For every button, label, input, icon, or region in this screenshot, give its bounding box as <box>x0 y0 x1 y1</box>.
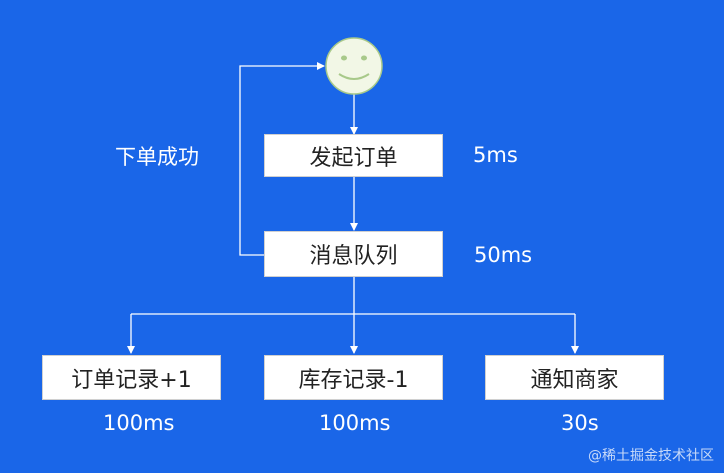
message-queue-label: 消息队列 <box>309 244 398 269</box>
order-success-label: 下单成功 <box>115 145 199 169</box>
queue-latency-label: 50ms <box>474 243 533 267</box>
order-record-latency-label: 100ms <box>103 411 175 435</box>
smiley-face-icon <box>325 37 383 95</box>
notify-merchant-box: 通知商家 <box>485 355 664 400</box>
stock-record-label: 库存记录-1 <box>298 367 409 393</box>
stock-record-box: 库存记录-1 <box>264 355 443 400</box>
notify-latency-label: 30s <box>561 411 599 435</box>
message-queue-box: 消息队列 <box>264 231 443 277</box>
order-record-box: 订单记录+1 <box>42 355 221 400</box>
watermark: @稀土掘金技术社区 <box>588 448 714 464</box>
order-record-label: 订单记录+1 <box>71 367 192 393</box>
start-order-box: 发起订单 <box>264 134 443 177</box>
notify-merchant-label: 通知商家 <box>530 367 619 393</box>
start-latency-label: 5ms <box>473 143 518 167</box>
start-order-label: 发起订单 <box>309 145 398 171</box>
stock-record-latency-label: 100ms <box>319 411 391 435</box>
arrow-queue-to-smiley <box>239 62 325 256</box>
